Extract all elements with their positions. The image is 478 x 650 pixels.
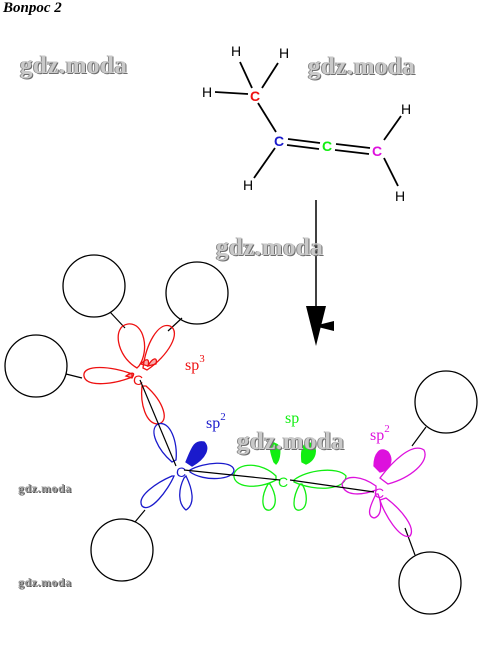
h-atom-1: H [231, 43, 241, 59]
carbon-3: C [322, 138, 332, 154]
carbon-2-sp2-orbitals [140, 423, 235, 511]
bond-c4-h-bottom [383, 157, 399, 187]
bond-c1-c2 [257, 102, 277, 133]
h-orbital-4 [90, 518, 154, 582]
double-bond-c2-c3-b [286, 144, 320, 150]
carbon-skeleton-lines [139, 379, 375, 493]
hybridization-c4: sp2 [370, 423, 390, 444]
carbon-1-sp3-orbitals [83, 323, 176, 425]
carbon-2: C [274, 133, 284, 149]
carbon-4: C [372, 143, 382, 159]
h-orbital-2 [165, 261, 229, 325]
orbital-carbon-2: C [176, 464, 186, 480]
h-orbital-1 [62, 254, 126, 318]
double-bond-c3-c4-b [334, 149, 370, 155]
carbon-3-sp-orbitals [233, 442, 347, 511]
watermark-middle: gdz.moda [216, 234, 324, 261]
orbital-carbon-4: C [374, 485, 384, 501]
hybridization-c1: sp3 [185, 353, 205, 374]
h-atom-6: H [395, 188, 405, 204]
double-bond-c3-c4-a [335, 143, 371, 149]
watermark-orbital: gdz.moda [237, 428, 345, 455]
carbon-4-sp2-orbitals [341, 447, 426, 537]
bond-c2-h [253, 147, 276, 179]
h-atom-3: H [202, 84, 212, 100]
h-orbital-5 [414, 370, 478, 434]
hybridization-c3: sp [285, 410, 299, 427]
bond-c1-h-top-left [239, 61, 253, 89]
h-atom-5: H [401, 101, 411, 117]
hydrogen-s-orbitals [4, 254, 478, 615]
bond-c4-h-top [383, 115, 402, 141]
watermark-small-1: gdz.moda [18, 481, 72, 495]
orbital-carbon-1: C [133, 372, 143, 388]
bond-c1-h-left [214, 91, 249, 95]
orbital-carbon-3: C [278, 474, 288, 490]
h-orbital-3 [4, 334, 68, 398]
bond-c1-h-top-right [261, 62, 279, 89]
watermark-top-right: gdz.moda [308, 53, 416, 80]
structure-atoms: H H H H H H C C C C [202, 43, 411, 204]
watermark-small-2: gdz.moda [18, 575, 72, 589]
hybridization-c2: sp2 [206, 411, 226, 432]
watermark-top-left: gdz.moda [20, 52, 128, 79]
h-atom-4: H [243, 177, 253, 193]
sigma-h-bond-lines [65, 311, 427, 556]
double-bond-c2-c3-a [287, 138, 321, 144]
arrow-head [306, 306, 326, 346]
h-orbital-6 [398, 551, 462, 615]
h-atom-2: H [279, 45, 289, 61]
structural-formula [214, 61, 402, 187]
question-title: Вопрос 2 [3, 0, 62, 16]
carbon-1: C [250, 88, 260, 104]
